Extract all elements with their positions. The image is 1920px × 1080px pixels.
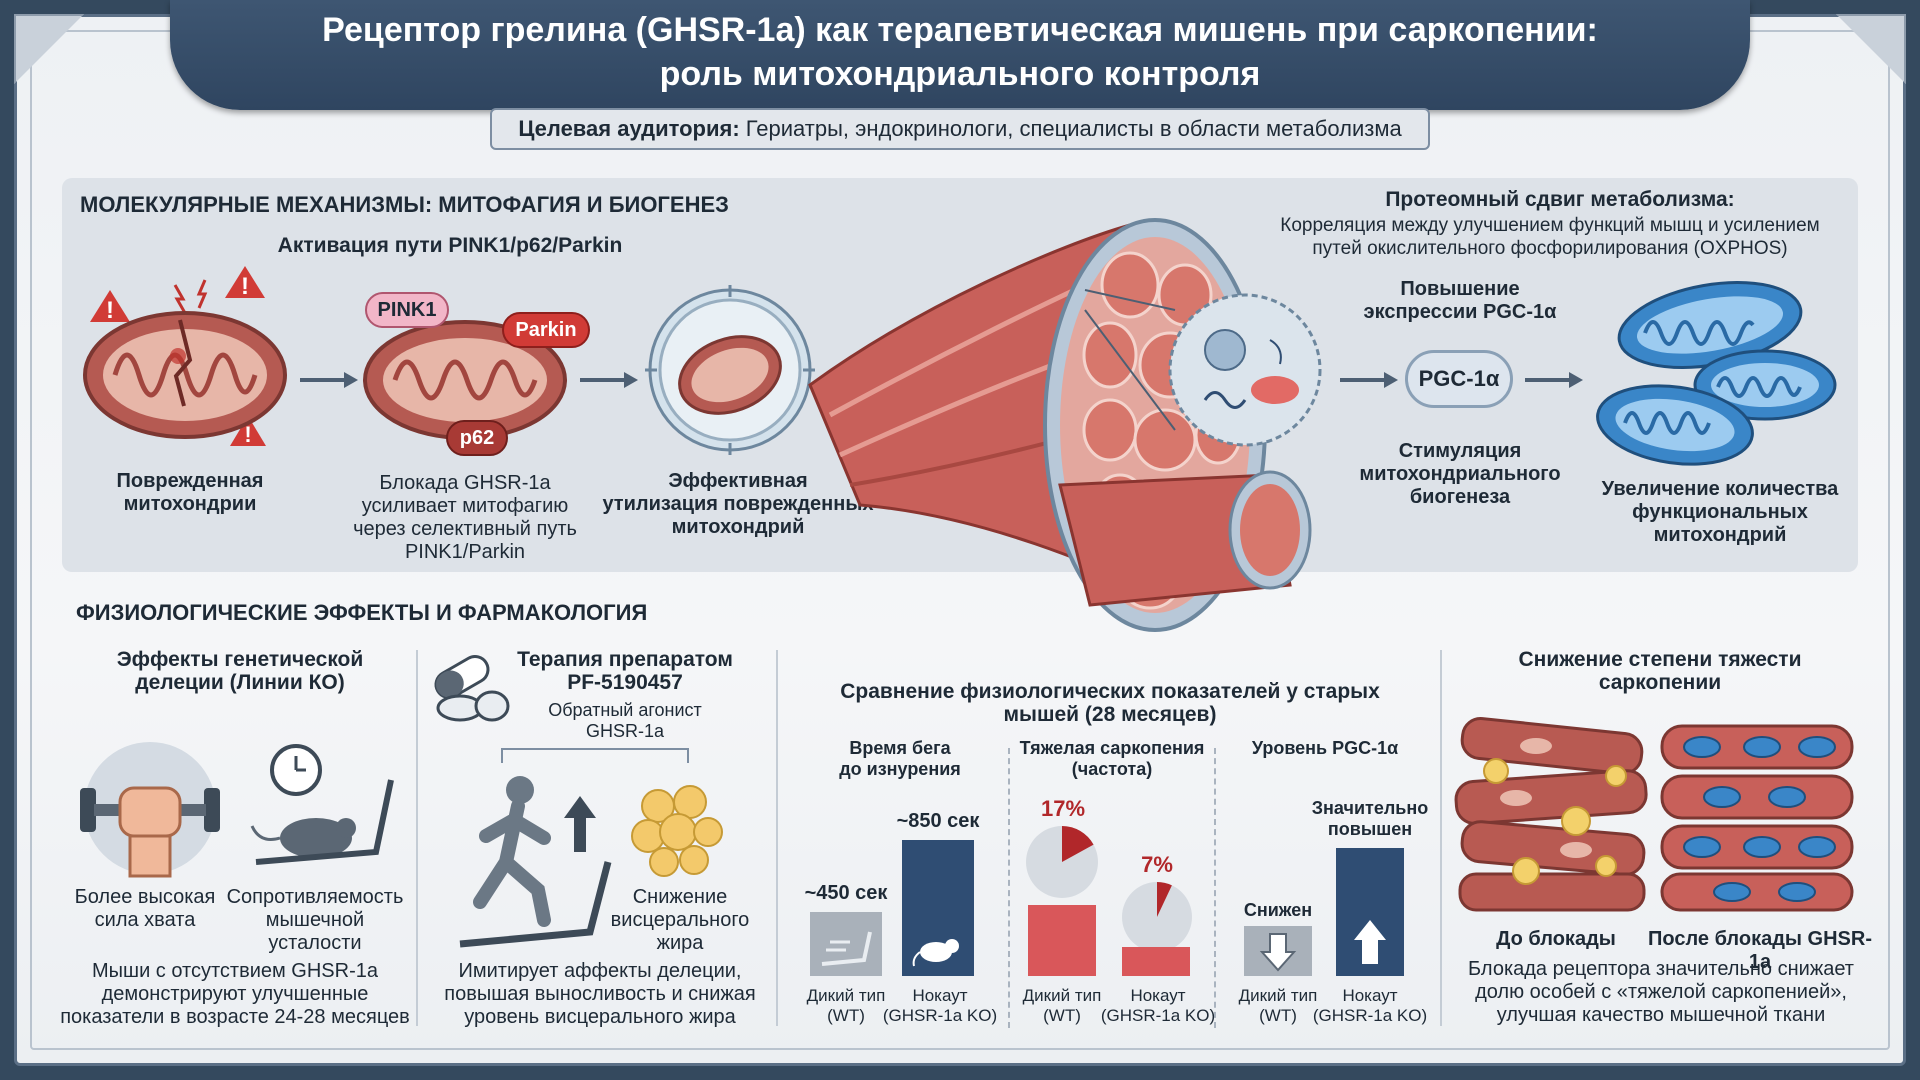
pgc-axis-ko: Нокаут(GHSR-1a KO) — [1312, 986, 1428, 1025]
arrow-down-icon — [1259, 933, 1297, 972]
sarcopenia-pie-wt — [1026, 826, 1098, 898]
pill-capsule-icon — [434, 655, 510, 722]
autophagosome-illustration — [645, 285, 815, 455]
page-title: Рецептор грелина (GHSR-1a) как терапевти… — [322, 11, 1598, 93]
cell-zoom-illustration — [1084, 289, 1322, 447]
column-divider — [416, 650, 418, 1026]
chart-divider — [1214, 748, 1216, 1028]
runtime-value-ko: ~850 сек — [896, 810, 980, 832]
runtime-value-wt: ~450 сек — [804, 882, 888, 904]
grip-strength-icon — [80, 742, 220, 878]
chart-divider — [1008, 748, 1010, 1028]
mouse-icon — [912, 939, 959, 967]
before-label: До блокады — [1496, 928, 1616, 950]
sarcopenia-chart-title: Тяжелая саркопения(частота) — [1019, 738, 1205, 779]
arrow-right-icon — [1525, 372, 1583, 388]
warning-icon — [230, 416, 266, 446]
sarcopenia-value-ko: 7% — [1141, 852, 1173, 877]
after-label: После блокады GHSR-1a — [1648, 928, 1872, 973]
treadmill-icon — [821, 931, 872, 966]
therapy-note: Имитирует аффекты делеции,повышая выносл… — [444, 960, 756, 1028]
mouse-treadmill-icon — [250, 744, 394, 865]
column-divider — [776, 650, 778, 1026]
runtime-axis-wt: Дикий тип(WT) — [806, 986, 886, 1025]
pathway-title: Активация пути PINK1/p62/Parkin — [277, 234, 623, 257]
physio-heading: ФИЗИОЛОГИЧЕСКИЕ ЭФФЕКТЫ И ФАРМАКОЛОГИЯ — [76, 600, 648, 625]
proteome-description: Корреляция между улучшением функций мышц… — [1280, 215, 1820, 259]
warning-icon — [225, 266, 265, 298]
pgc-chart-title: Уровень PGC-1α — [1251, 738, 1399, 758]
runtime-bar-wt — [810, 912, 882, 976]
svg-text:!: ! — [241, 273, 249, 300]
muscle-after-illustration — [1660, 724, 1854, 912]
target-audience: Целевая аудитория: Гериатры, эндокриноло… — [490, 108, 1430, 150]
p62-tag: p62 — [446, 420, 508, 456]
muscle-before-illustration — [1454, 716, 1648, 912]
pgc-1a-badge: PGC-1α — [1405, 350, 1513, 408]
sarcopenia-bar-ko — [1122, 947, 1190, 976]
arrow-right-icon — [300, 372, 358, 388]
proteome-title: Протеомный сдвиг метаболизма: — [1385, 188, 1735, 211]
title-banner — [170, 0, 1750, 110]
runner-treadmill-icon — [459, 776, 612, 948]
runtime-axis-ko: Нокаут(GHSR-1a KO) — [882, 986, 998, 1025]
svg-text:!: ! — [244, 422, 251, 447]
sarcopenia-pie-ko — [1122, 882, 1192, 952]
arrow-right-icon — [1340, 372, 1398, 388]
arrow-right-icon — [580, 372, 638, 388]
molecular-heading: МОЛЕКУЛЯРНЫЕ МЕХАНИЗМЫ: МИТОФАГИЯ И БИОГ… — [80, 192, 729, 217]
healthy-mitochondria-illustration — [1596, 280, 1837, 466]
fat-cells-icon — [631, 785, 723, 877]
svg-text:!: ! — [106, 297, 114, 324]
pink1-tag: PINK1 — [365, 292, 449, 328]
sarcopenia-bar-wt — [1028, 905, 1096, 976]
pie-slice — [1157, 882, 1172, 917]
pgc-axis-wt: Дикий тип(WT) — [1238, 986, 1318, 1025]
arrow-up-icon — [1354, 920, 1386, 964]
column-divider — [1440, 650, 1442, 1026]
sarcopenia-value-wt: 17% — [1040, 796, 1086, 821]
parkin-tag: Parkin — [502, 312, 590, 348]
damaged-mitochondria-illustration: ! ! ! — [83, 266, 287, 447]
pgc-value-wt: Снижен — [1243, 900, 1313, 920]
tagged-mitochondria-illustration — [363, 320, 567, 440]
warning-icon — [90, 290, 130, 322]
sarcopenia-axis-ko: Нокаут(GHSR-1a KO) — [1100, 986, 1216, 1025]
bracket-connector — [501, 748, 689, 763]
sarcopenia-axis-wt: Дикий тип(WT) — [1022, 986, 1102, 1025]
comparison-title: Сравнение физиологических показателей у … — [840, 680, 1380, 726]
pie-slice — [1062, 826, 1094, 862]
